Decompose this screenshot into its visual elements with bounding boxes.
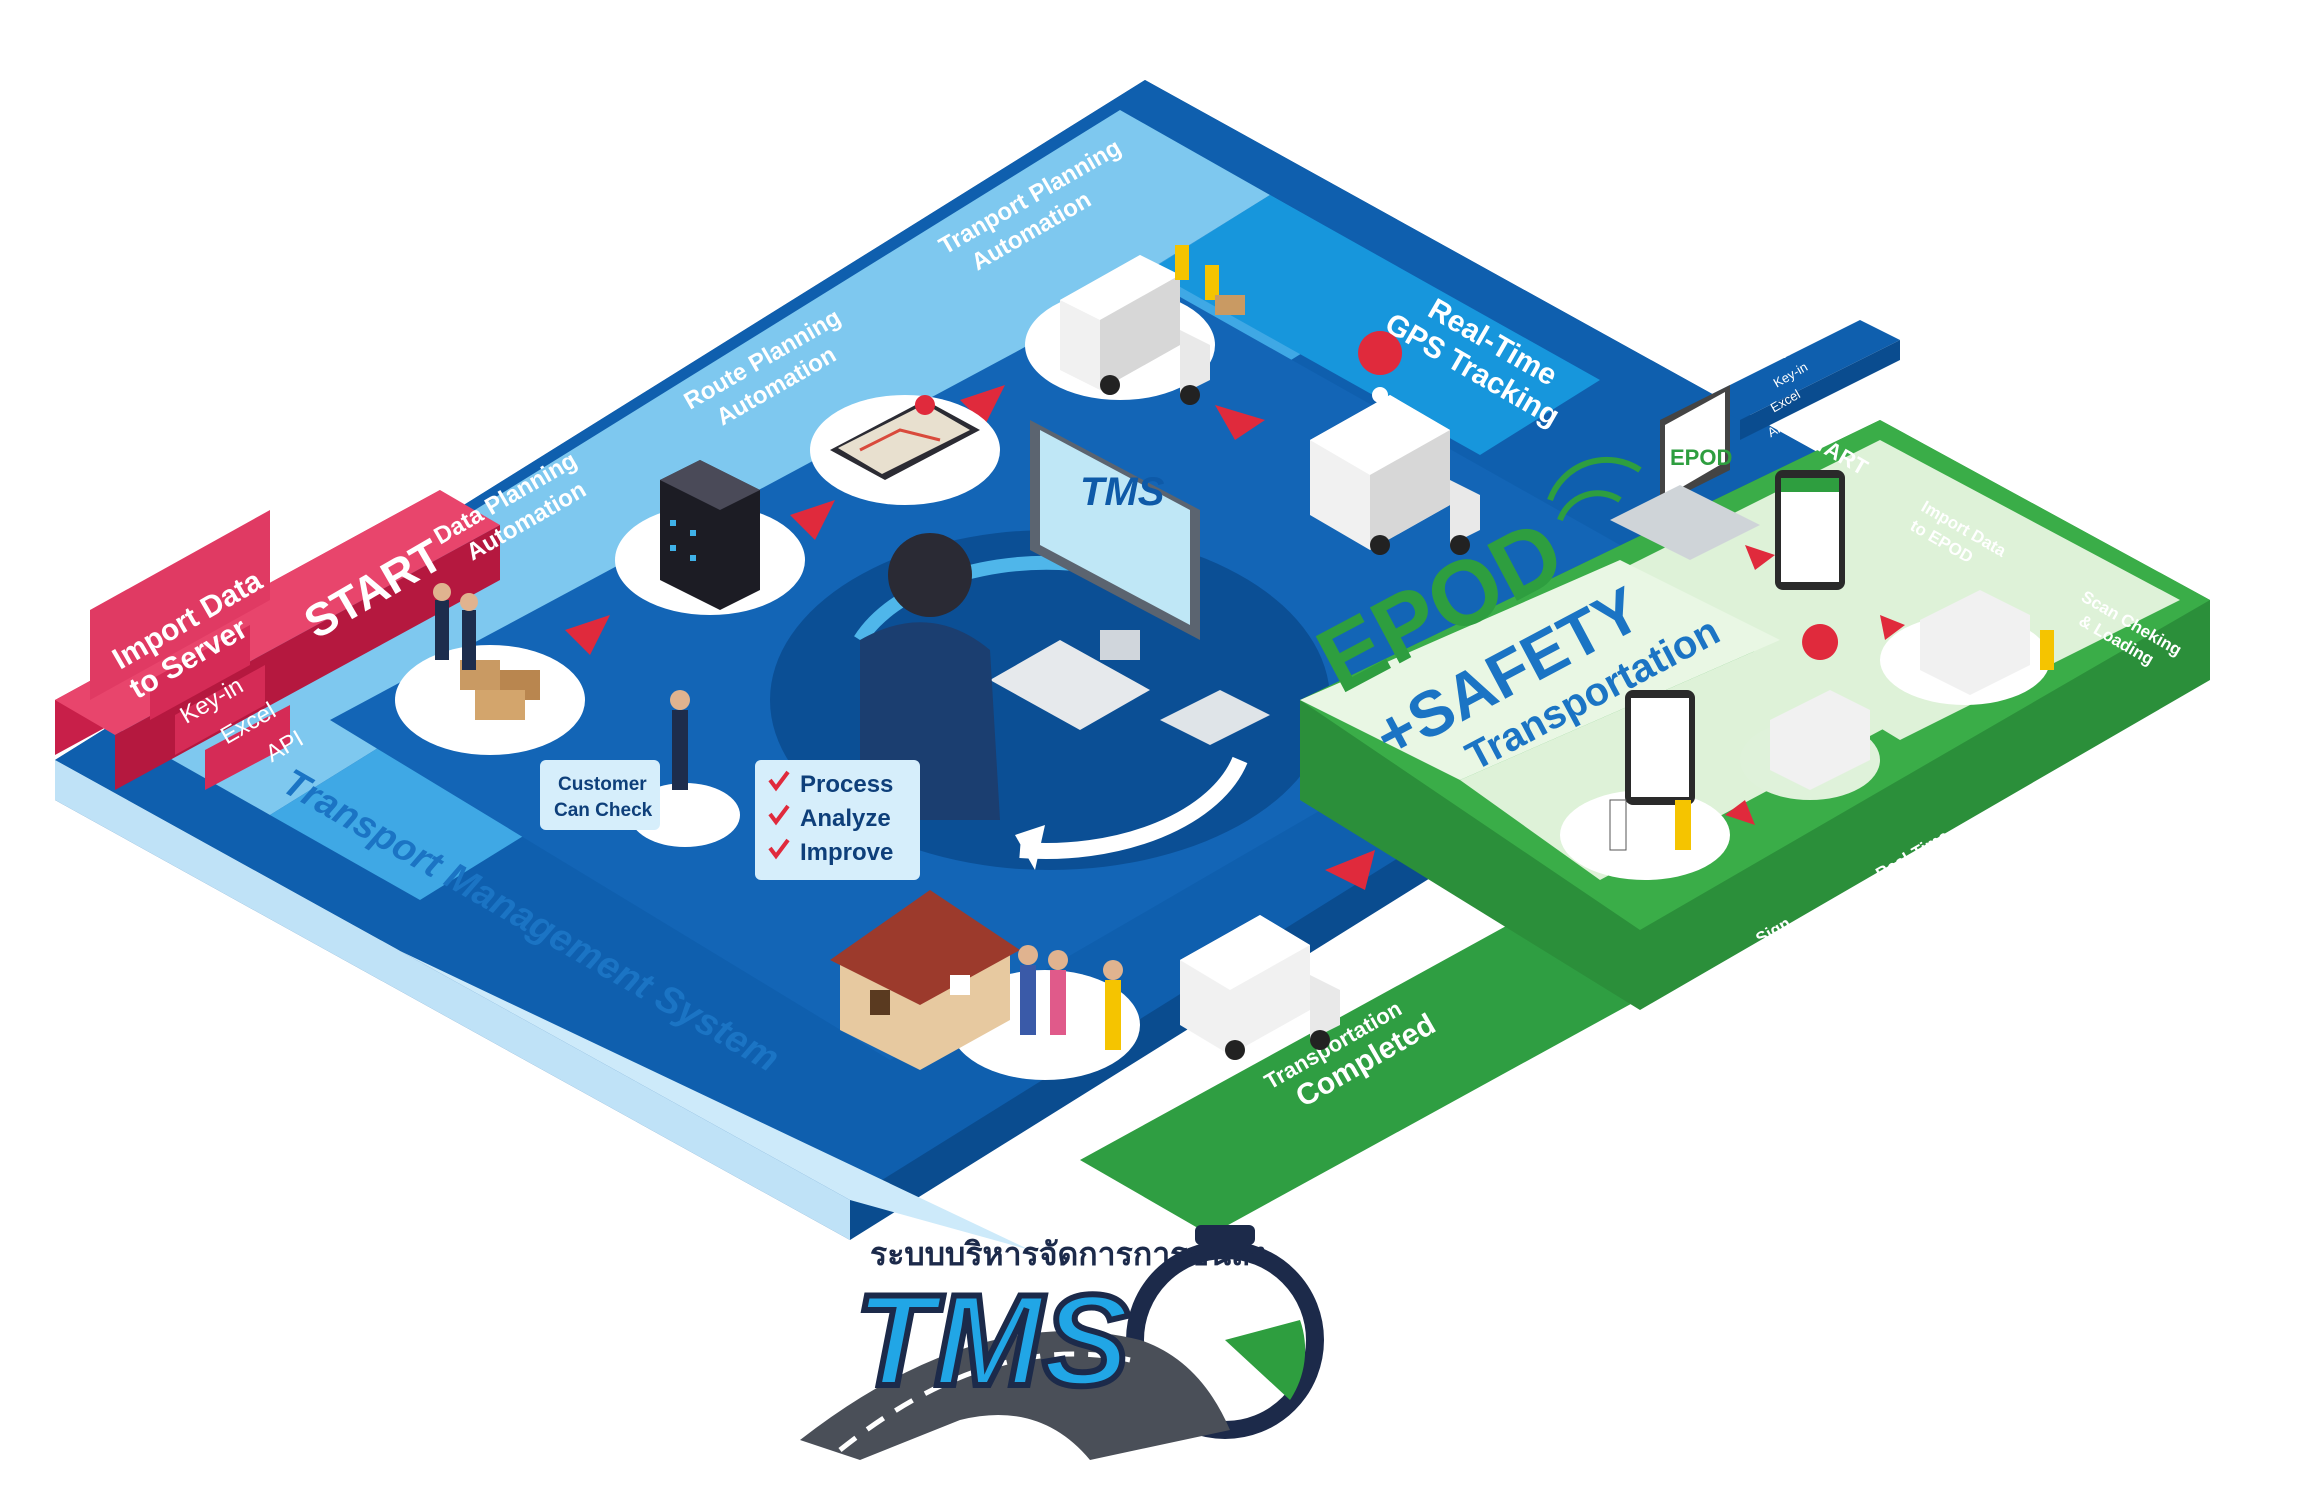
keyboard-icon [990,640,1150,730]
checklist-improve: Improve [800,839,893,866]
checklist-panel: Process Analyze Improve [755,760,920,880]
person-icon [462,610,476,670]
person-icon [1609,799,1627,851]
arrow-icon [790,500,835,540]
check-icon [768,838,790,860]
worker-icon [1175,245,1189,280]
delivery-people [1018,945,1123,1050]
start-scene [433,583,540,720]
epod-phone-icon [1775,470,1845,590]
person-icon [1050,970,1066,1035]
arrow-icon [1325,850,1375,890]
brand-thai-title: ระบบบริหารจัดการการขนส่ง [870,1236,1266,1272]
worker-icon [1105,980,1121,1050]
epod-start-block [1700,320,1900,440]
road-icon [800,1331,1230,1460]
arrow-icon [1215,405,1265,440]
customer-check-line2: Can Check [554,800,653,821]
tms-start-block [55,490,500,790]
person-icon [435,600,449,660]
worker-icon [1205,265,1219,300]
brand-tms-text: TMS [855,1267,1129,1413]
checklist-process: Process [800,771,893,798]
flow-arrows [565,385,1375,890]
map-pin-icon [914,395,935,415]
epod-loading-truck-icon [1880,590,2054,705]
epod-flow-arrows [1725,545,1905,825]
customer-check: Customer Can Check [540,690,690,830]
arrow-icon [1745,545,1775,570]
check-icon [768,804,790,826]
map-pin-icon [1802,624,1839,660]
arrow-icon [1880,615,1905,640]
customer-check-line1: Customer [558,774,647,795]
person-icon [672,710,688,790]
tms-brand-logo: ระบบบริหารจัดการการขนส่ง TMS [800,1225,1324,1460]
monitor-tms-logo: TMS [1080,470,1165,514]
house-icon [830,890,1020,1070]
epod-gps-truck-icon [1740,624,1880,800]
cycle-arrow-icon [1015,825,1045,870]
route-map-phone-icon [830,395,980,480]
epod-sign-scene [1560,690,1730,880]
arrow-icon [960,385,1005,425]
server-racks-icon [660,460,760,610]
gps-truck-icon [1310,331,1480,555]
operator-icon [888,533,972,617]
map-pin-icon [1358,331,1403,375]
truck-loading-icon [1060,245,1245,405]
epod-laptop-logo: EPOD [1670,445,1732,470]
wifi-icon [1557,490,1622,522]
arrow-icon [565,615,610,655]
completed-truck-icon [1180,915,1340,1060]
worker-icon [1675,800,1691,850]
epod-laptop-icon: EPOD [1610,385,1760,560]
checklist-analyze: Analyze [800,805,891,832]
tablet-icon [1160,690,1270,745]
arrow-icon [1725,800,1755,825]
worker-icon [2040,630,2054,670]
check-icon [768,770,790,792]
person-icon [1020,965,1036,1035]
